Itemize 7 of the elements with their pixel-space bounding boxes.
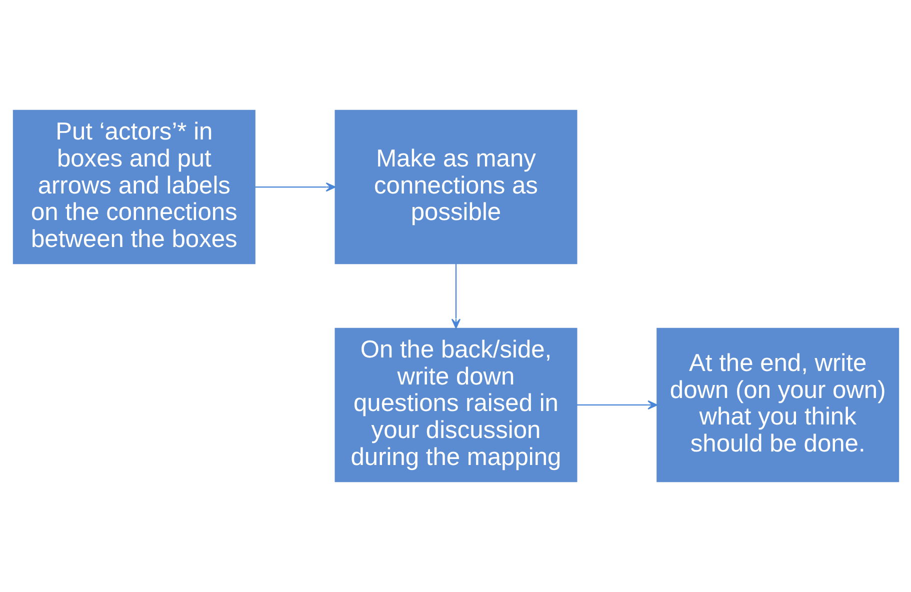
node-box: Put ‘actors’* in boxes and put arrows and labels on the connections between the boxes [12,110,255,264]
arrow [576,400,658,410]
arrow [450,264,460,329]
arrow [254,182,336,192]
node-box: At the end, write down (on your own) what you think should be done. [656,328,899,482]
node-box: On the back/side, write down questions raised in your discussion during the mapping [334,328,577,482]
node-box: Make as many connections as possible [334,110,577,264]
